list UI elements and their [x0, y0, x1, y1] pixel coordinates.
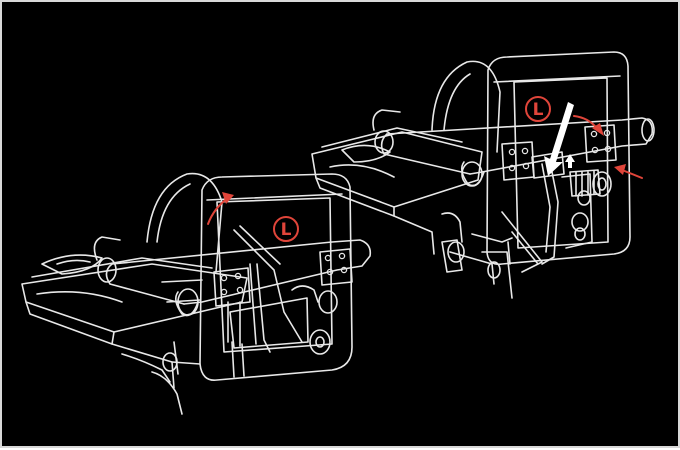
left-accents: L: [207, 192, 299, 242]
arrowhead: [592, 123, 604, 136]
pull-arrow-icon: [544, 102, 574, 176]
right-seat-mount-drawing: [311, 51, 655, 299]
right-unit-marker: [525, 96, 551, 122]
arrowhead: [614, 164, 626, 175]
arrowhead: [222, 192, 234, 204]
right-highlight: [544, 102, 575, 176]
left-seat-mount-drawing: [21, 172, 372, 415]
left-unit-marker: [273, 216, 299, 242]
left-bolts: [220, 252, 348, 296]
small-up-arrow-icon: [565, 154, 575, 168]
right-accents: L: [525, 96, 643, 179]
left-unit-label: L: [281, 220, 292, 240]
push-arrow-icon: [621, 169, 643, 179]
right-bolts: [508, 129, 612, 172]
right-unit-label: L: [533, 100, 544, 120]
